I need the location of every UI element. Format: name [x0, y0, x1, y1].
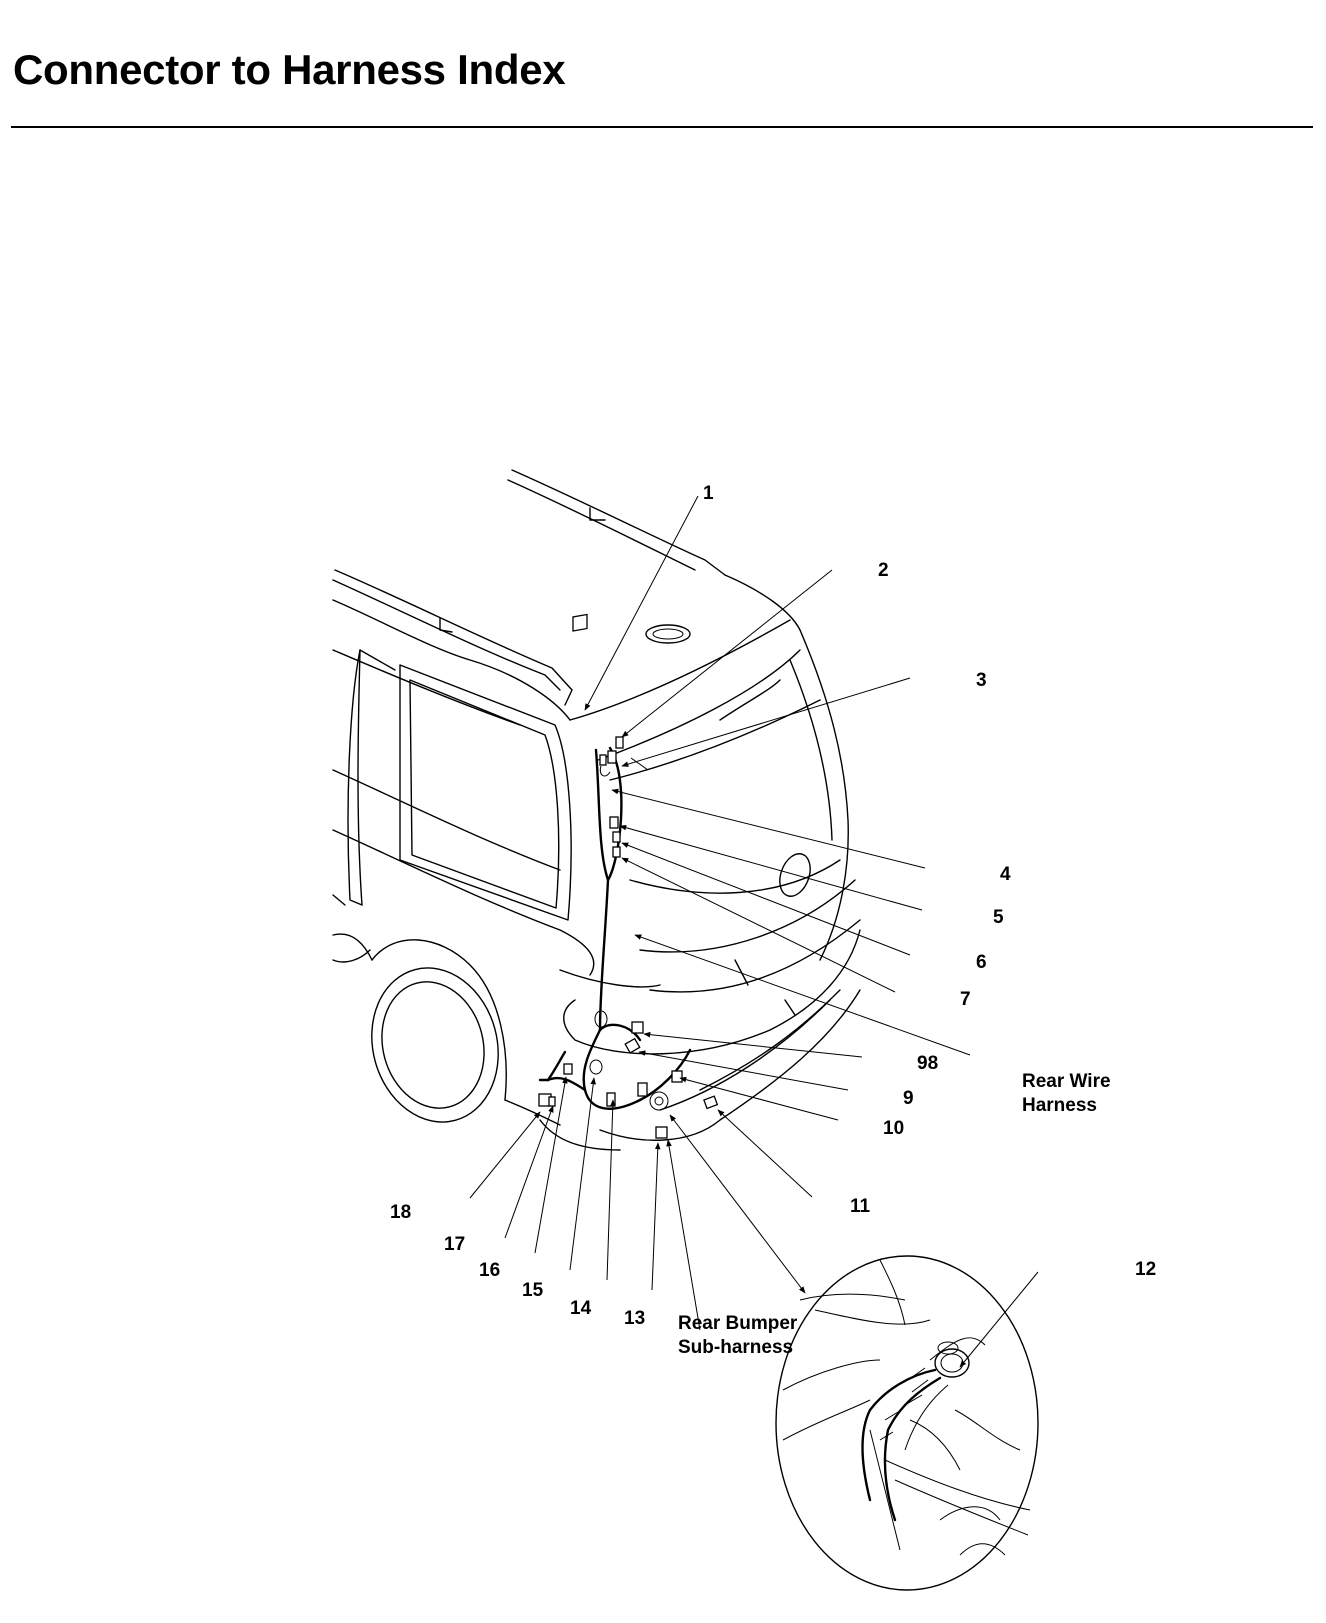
callout-9: 9	[903, 1088, 914, 1109]
rear-wire-harness-label-line2: Harness	[1022, 1095, 1097, 1116]
callout-15: 15	[522, 1280, 544, 1301]
callout-labels: 1 2 3 4 5 6 7 98 9 10 11 12 13 14 15 16 …	[390, 483, 1156, 1329]
page-title: Connector to Harness Index	[13, 46, 566, 93]
leader-lines	[469, 495, 1039, 1368]
callout-11: 11	[850, 1196, 871, 1217]
callout-13: 13	[624, 1308, 645, 1329]
vehicle-body	[332, 469, 861, 1151]
callout-5: 5	[993, 907, 1004, 928]
callout-10: 10	[883, 1118, 904, 1139]
callout-98: 98	[917, 1053, 938, 1074]
title-divider	[11, 126, 1313, 128]
connectors	[538, 613, 719, 1139]
callout-2: 2	[878, 560, 889, 581]
rear-bumper-subharness-label-line1: Rear Bumper	[678, 1313, 798, 1334]
rear-wire-harness-label-line1: Rear Wire	[1022, 1071, 1111, 1092]
callout-3: 3	[976, 670, 987, 691]
detail-inset-connector-12	[775, 1255, 1039, 1591]
callout-6: 6	[976, 952, 987, 973]
callout-4: 4	[1000, 864, 1011, 885]
callout-18: 18	[390, 1202, 411, 1223]
callout-14: 14	[570, 1298, 592, 1319]
harness-captions: Rear Wire Harness Rear Bumper Sub-harnes…	[678, 1071, 1111, 1358]
rear-bumper-subharness-label-line2: Sub-harness	[678, 1337, 793, 1358]
callout-16: 16	[479, 1260, 500, 1281]
callout-1: 1	[703, 483, 714, 504]
callout-12: 12	[1135, 1259, 1156, 1280]
callout-17: 17	[444, 1234, 465, 1255]
rear-wire-harness-routing	[538, 746, 692, 1110]
callout-7: 7	[960, 989, 971, 1010]
